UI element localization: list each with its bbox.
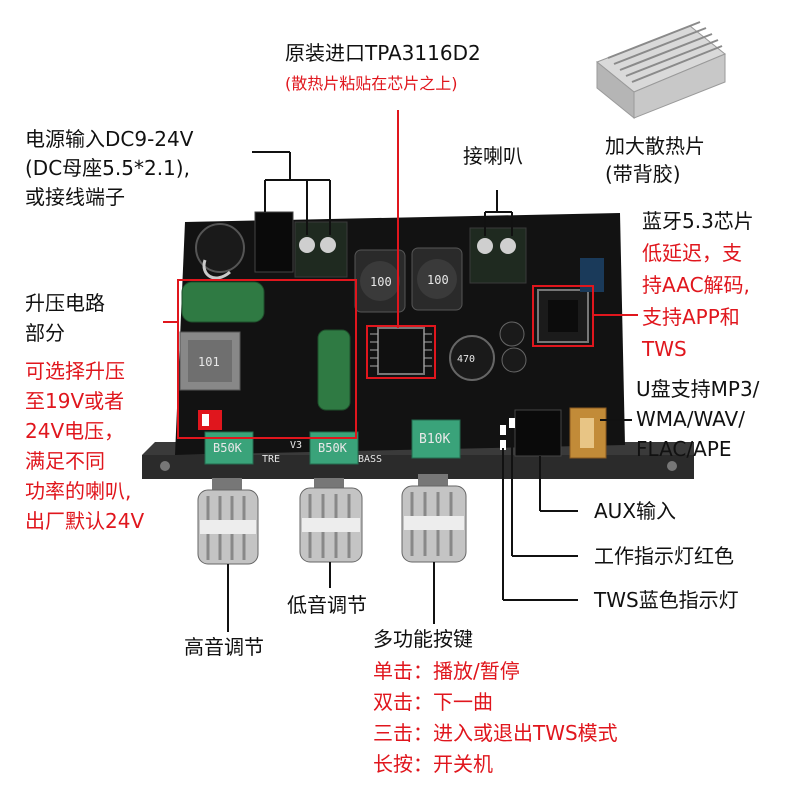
pcb: 100 100 470 101 <box>175 211 625 465</box>
heatsink-label-line1: 加大散热片 <box>605 134 705 158</box>
button-double-click: 双击：下一曲 <box>373 690 493 714</box>
svg-text:B10K: B10K <box>419 432 450 447</box>
treble-adjust-label: 高音调节 <box>184 635 264 659</box>
boost-desc-line3: 24V电压， <box>25 419 125 443</box>
svg-text:V3: V3 <box>290 440 302 451</box>
button-triple-click: 三击：进入或退出TWS模式 <box>373 721 618 745</box>
annotation-lines-black <box>227 151 632 632</box>
bluetooth-desc-line3: 支持APP和 <box>642 305 740 329</box>
svg-text:100: 100 <box>370 275 392 289</box>
boost-title-line1: 升压电路 <box>25 291 105 315</box>
button-single-click: 单击：播放/暂停 <box>373 659 520 683</box>
speaker-label: 接喇叭 <box>463 144 523 168</box>
bluetooth-desc-line2: 持AAC解码, <box>642 273 750 297</box>
chip-heatsink-note: (散热片粘贴在芯片之上) <box>285 74 458 93</box>
heatsink-image <box>596 21 726 120</box>
treble-knob <box>197 478 259 565</box>
svg-text:101: 101 <box>198 355 220 369</box>
usb-support-line2: WMA/WAV/ <box>636 407 745 431</box>
aux-input-label: AUX输入 <box>594 499 677 523</box>
bass-knob <box>299 478 363 563</box>
boost-desc-line5: 功率的喇叭, <box>25 479 132 503</box>
boost-desc-line1: 可选择升压 <box>25 359 125 383</box>
svg-text:100: 100 <box>427 273 449 287</box>
heatsink-label-line2: (带背胶) <box>605 162 681 186</box>
svg-text:B50K: B50K <box>318 441 348 455</box>
red-led-label: 工作指示灯红色 <box>594 544 734 568</box>
blue-led-label: TWS蓝色指示灯 <box>594 588 739 612</box>
button-long-press: 长按：开关机 <box>373 752 493 776</box>
multifunction-knob <box>401 474 467 563</box>
power-input-line2: (DC母座5.5*2.1), <box>25 156 190 180</box>
annotation-lines-red <box>163 110 638 439</box>
boost-desc-line2: 至19V或者 <box>25 389 125 413</box>
svg-text:BASS: BASS <box>358 454 382 465</box>
power-input-line1: 电源输入DC9-24V <box>25 127 194 151</box>
bluetooth-title: 蓝牙5.3芯片 <box>642 209 754 233</box>
bluetooth-desc-line4: TWS <box>642 337 687 361</box>
usb-support-line1: U盘支持MP3/ <box>636 377 760 401</box>
button-title: 多功能按键 <box>373 627 473 651</box>
boost-title-line2: 部分 <box>25 321 65 345</box>
svg-text:470: 470 <box>457 354 475 365</box>
bluetooth-desc-line1: 低延迟，支 <box>642 241 742 265</box>
svg-text:B50K: B50K <box>213 441 243 455</box>
boost-desc-line4: 满足不同 <box>25 449 105 473</box>
svg-text:TRE: TRE <box>262 454 280 465</box>
bass-adjust-label: 低音调节 <box>287 593 367 617</box>
power-input-line3: 或接线端子 <box>25 185 125 209</box>
chip-title: 原装进口TPA3116D2 <box>285 41 481 65</box>
usb-support-line3: FLAC/APE <box>636 437 732 461</box>
boost-desc-line6: 出厂默认24V <box>25 509 145 533</box>
